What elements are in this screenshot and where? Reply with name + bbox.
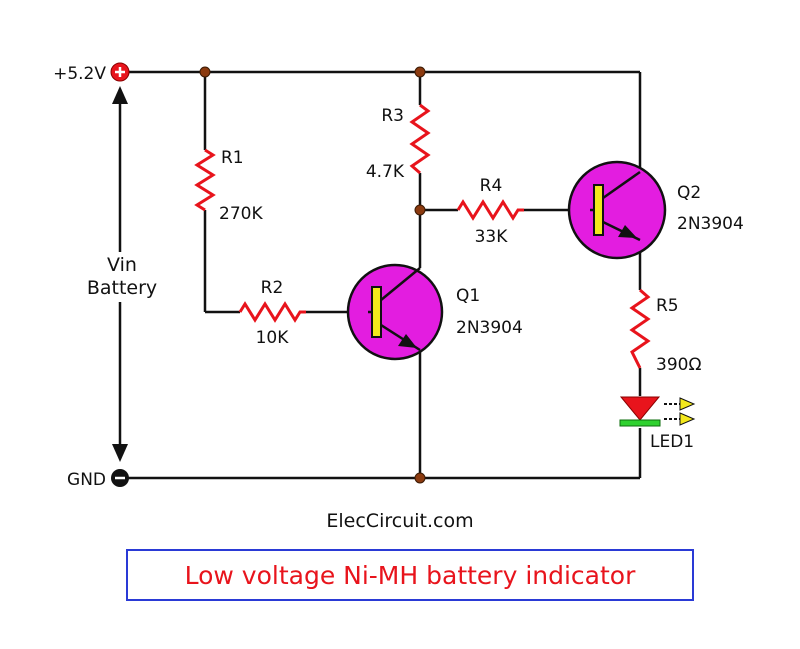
r1-value-label: 270K <box>219 204 263 224</box>
credit-text: ElecCircuit.com <box>326 510 474 532</box>
negative-terminal <box>111 469 129 487</box>
wires <box>126 70 642 480</box>
positive-supply-label: +5.2V <box>53 64 106 84</box>
resistor-r4 <box>456 199 524 221</box>
emitter-arrow-icon <box>398 334 417 348</box>
title-box: Low voltage Ni-MH battery indicator <box>126 549 694 601</box>
positive-terminal <box>110 62 130 82</box>
arrow-up-icon <box>112 86 128 104</box>
q1-name-label: Q1 <box>456 286 480 306</box>
resistor-r1 <box>194 148 216 212</box>
battery-voltage-arrow <box>88 86 168 462</box>
r2-name-label: R2 <box>261 278 284 298</box>
r2-value-label: 10K <box>256 328 290 348</box>
resistor-r5 <box>629 288 651 369</box>
light-emission-arrows-icon <box>664 397 696 426</box>
battery-label-line1: Vin <box>107 254 137 276</box>
q2-part-label: 2N3904 <box>677 214 744 234</box>
battery-label-line2: Battery <box>87 277 157 299</box>
transistor-q1 <box>346 263 444 361</box>
r3-name-label: R3 <box>381 106 404 126</box>
resistor-r2 <box>238 301 306 323</box>
junctions <box>199 66 426 484</box>
led-diode <box>619 396 661 427</box>
diagram-title: Low voltage Ni-MH battery indicator <box>184 560 636 590</box>
r4-name-label: R4 <box>480 176 503 196</box>
r5-value-label: 390Ω <box>656 355 701 375</box>
r3-value-label: 4.7K <box>366 162 405 182</box>
transistor-q2 <box>567 160 667 260</box>
q2-name-label: Q2 <box>677 183 701 203</box>
resistor-r3 <box>409 103 431 175</box>
ground-label: GND <box>67 470 106 490</box>
r5-name-label: R5 <box>656 296 679 316</box>
r4-value-label: 33K <box>475 227 509 247</box>
led-name-label: LED1 <box>650 432 694 452</box>
q1-part-label: 2N3904 <box>456 318 523 338</box>
r1-name-label: R1 <box>221 148 244 168</box>
emitter-arrow-icon <box>618 225 637 238</box>
arrow-down-icon <box>112 444 128 462</box>
